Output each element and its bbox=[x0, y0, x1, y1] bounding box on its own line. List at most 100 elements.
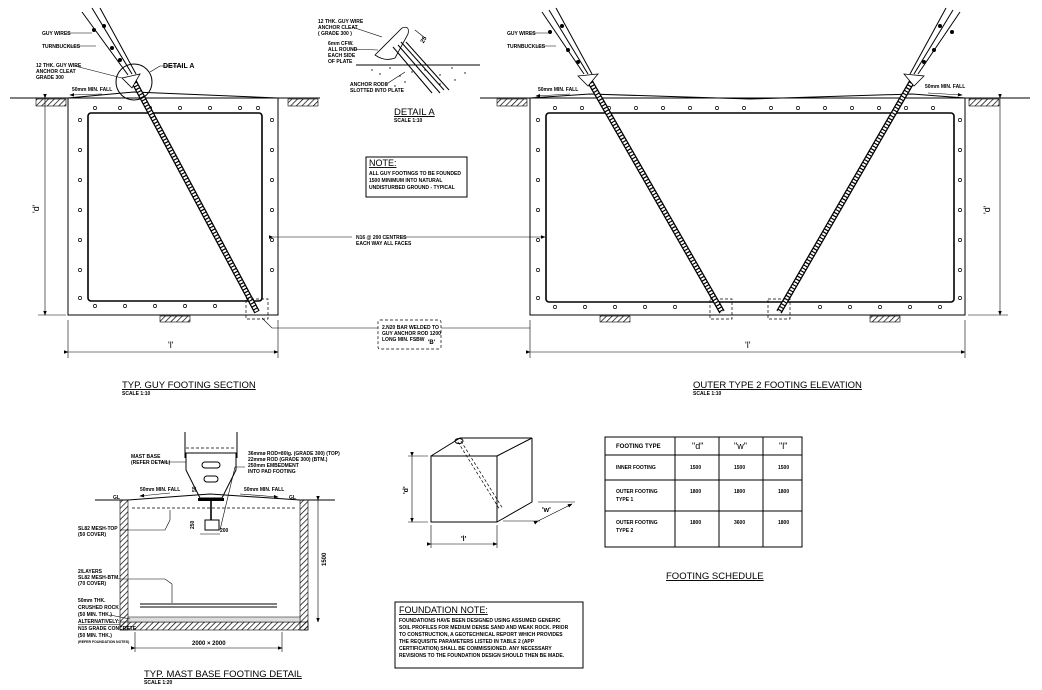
rebar-leader: N16 @ 200 CENTRES EACH WAY ALL FACES bbox=[268, 235, 546, 247]
detail-a-title: DETAIL A bbox=[394, 107, 435, 118]
rebar-dots bbox=[536, 106, 962, 309]
cleat-label-3: GRADE 300 bbox=[36, 75, 64, 81]
table-cell-w: 3600 bbox=[734, 520, 745, 526]
mesh-top-2: (50 COVER) bbox=[78, 532, 106, 538]
turnbuckles-label: TURNBUCKLES bbox=[507, 44, 546, 50]
weld-3: EACH SIDE bbox=[328, 53, 356, 59]
bar-detail-b-box bbox=[245, 298, 269, 320]
mast-fall-left: 50mm MIN. FALL bbox=[140, 487, 180, 493]
elevation-title: OUTER TYPE 2 FOOTING ELEVATION bbox=[693, 380, 862, 391]
rods-2: SLOTTED INTO PLATE bbox=[350, 88, 405, 94]
weld-1: 6mm CFW. bbox=[328, 41, 354, 47]
footing-outline bbox=[67, 91, 279, 316]
gl-right: GL bbox=[289, 495, 296, 501]
detail-a-cleat-2: ANCHOR CLEAT bbox=[318, 25, 358, 31]
pit-wall-left bbox=[119, 499, 129, 631]
detail-a-cleat-3: ( GRADE 300 ) bbox=[318, 31, 352, 37]
foundation-note-line: CERTIFICATION) SHALL BE COMMISSIONED. AN… bbox=[399, 646, 552, 652]
cube-dim-d: 'd' bbox=[403, 486, 410, 494]
dim-l: 'l' bbox=[168, 340, 174, 350]
cube-dim-l: 'l' bbox=[461, 536, 467, 543]
guy-wires-left bbox=[541, 7, 593, 75]
header-l: "l" bbox=[779, 441, 787, 451]
dim-plan: 2000 × 2000 bbox=[192, 641, 226, 647]
foundation-note-line: REVISIONS TO THE FOUNDATION DESIGN SHOUL… bbox=[399, 653, 565, 659]
dim-250: 250 bbox=[190, 520, 196, 529]
detail-a-scale: SCALE 1:10 bbox=[394, 118, 423, 124]
table-row-type: OUTER FOOTING bbox=[616, 520, 658, 526]
rock-1: 50mm THK. bbox=[78, 598, 106, 604]
foundation-note-line: FOUNDATIONS HAVE BEEN DESIGNED USING ASS… bbox=[399, 618, 561, 624]
table-cell-d: 1800 bbox=[690, 520, 701, 526]
cube-dim-w: 'w' bbox=[542, 507, 551, 514]
guy-wires bbox=[81, 7, 137, 76]
rebar-cage bbox=[87, 112, 263, 302]
detail-a-ref: DETAIL A bbox=[163, 63, 194, 70]
detail-a-cleat-1: 12 THK. GUY WIRE bbox=[318, 19, 364, 25]
footing-isometric: 'd' 'l' 'w' bbox=[403, 437, 575, 548]
note-line: 1500 MINIMUM INTO NATURAL bbox=[369, 178, 442, 184]
mesh-btm-1: 2/LAYERS bbox=[78, 569, 103, 575]
dim-l: 'l' bbox=[745, 340, 751, 350]
mast-base-detail: MAST BASE (REFER DETAIL) 36mmø ROD=80lg.… bbox=[78, 432, 340, 686]
pit-base bbox=[119, 621, 309, 631]
soil-hatch bbox=[287, 98, 319, 107]
fall-label-left: 50mm MIN. FALL bbox=[538, 87, 578, 93]
detail-a-callout-circle bbox=[115, 63, 153, 101]
bar-note: 2.N20 BAR WELDED TO GUY ANCHOR ROD 1200 … bbox=[261, 317, 530, 350]
cleat-plate bbox=[374, 26, 409, 60]
guy-section-scale: SCALE 1:10 bbox=[122, 391, 151, 397]
mast-base-title: TYP. MAST BASE FOOTING DETAIL bbox=[144, 669, 302, 680]
header-d: "d" bbox=[692, 441, 703, 451]
mesh-btm-2: SL82 MESH-BTM. bbox=[78, 575, 120, 581]
dim-1500: 1500 bbox=[322, 552, 328, 566]
cleat-label-1: 12 THK. GUY WIRE bbox=[36, 63, 82, 69]
bar-note-1: 2.N20 BAR WELDED TO bbox=[382, 325, 439, 331]
mast-base-label-2: (REFER DETAIL) bbox=[131, 460, 171, 466]
table-row-type: OUTER FOOTING bbox=[616, 489, 658, 495]
note-box: NOTE: ALL GUY FOOTINGS TO BE FOUNDED 150… bbox=[365, 156, 468, 198]
table-cell-d: 1800 bbox=[690, 489, 701, 495]
rock-4: ALTERNATIVELY: bbox=[78, 619, 120, 625]
rebar-note-1: N16 @ 200 CENTRES bbox=[356, 235, 407, 241]
note-line: ALL GUY FOOTINGS TO BE FOUNDED bbox=[369, 171, 461, 177]
rock-3: (50 MIN. THK.) bbox=[78, 612, 112, 618]
foundation-note-line: THE REQUISITE PARAMETERS LISTED IN TABLE… bbox=[399, 639, 535, 645]
cleat-label-2: ANCHOR CLEAT bbox=[36, 69, 76, 75]
table-cell-w: 1800 bbox=[734, 489, 745, 495]
weld-2: ALL ROUND bbox=[328, 47, 358, 53]
guy-section-title: TYP. GUY FOOTING SECTION bbox=[122, 380, 256, 391]
note-line: UNDISTURBED GROUND - TYPICAL bbox=[369, 185, 455, 191]
rebar-note-2: EACH WAY ALL FACES bbox=[356, 241, 412, 247]
guy-footing-section: DETAIL A GUY WIRES TURNBUCKLES 12 THK. G… bbox=[10, 7, 320, 397]
dim-200: 200 bbox=[220, 528, 229, 534]
guy-wires-label: GUY WIRES bbox=[42, 31, 71, 37]
foundation-note-heading: FOUNDATION NOTE: bbox=[399, 605, 488, 615]
table-row-type: TYPE 1 bbox=[616, 497, 633, 503]
mesh-top-1: SL82 MESH-TOP bbox=[78, 526, 118, 532]
fall-label: 50mm MIN. FALL bbox=[72, 87, 112, 93]
soil-hatch bbox=[35, 98, 67, 107]
header-w: "w" bbox=[734, 441, 747, 451]
soil-hatch bbox=[159, 315, 191, 323]
rod-note-2: 22mmø ROD (GRADE 300) (BTM.) bbox=[248, 457, 328, 463]
rebar-dots bbox=[78, 106, 274, 308]
table-cell-d: 1500 bbox=[690, 465, 701, 471]
mesh-btm-3: (70 COVER) bbox=[78, 581, 106, 587]
footing-schedule-table: FOOTING TYPE "d" "w" "l" INNER FOOTING 1… bbox=[604, 436, 803, 548]
dim-d: 'd' bbox=[982, 205, 992, 214]
table-cell-l: 1800 bbox=[778, 520, 789, 526]
table-cell-l: 1500 bbox=[778, 465, 789, 471]
weld-4: OF PLATE bbox=[328, 59, 353, 65]
rock-2: CRUSHED ROCK bbox=[78, 605, 119, 611]
bar-note-ref: 'B' bbox=[428, 340, 436, 346]
table-row-type: INNER FOOTING bbox=[616, 465, 656, 471]
foundation-note-line: SOIL PROFILES FOR MEDIUM DENSE SAND AND … bbox=[399, 625, 569, 631]
turnbuckles-label: TURNBUCKLES bbox=[42, 44, 81, 50]
rock-6: (50 MIN. THK.) bbox=[78, 633, 112, 639]
mast-base-scale: SCALE 1:20 bbox=[144, 680, 173, 686]
foundation-note-box: FOUNDATION NOTE: FOUNDATIONS HAVE BEEN D… bbox=[394, 601, 584, 669]
guy-wires-label: GUY WIRES bbox=[507, 31, 536, 37]
mast-base-label-1: MAST BASE bbox=[131, 454, 161, 460]
rod-note-3: 250mm EMBEDMENT bbox=[248, 463, 299, 469]
